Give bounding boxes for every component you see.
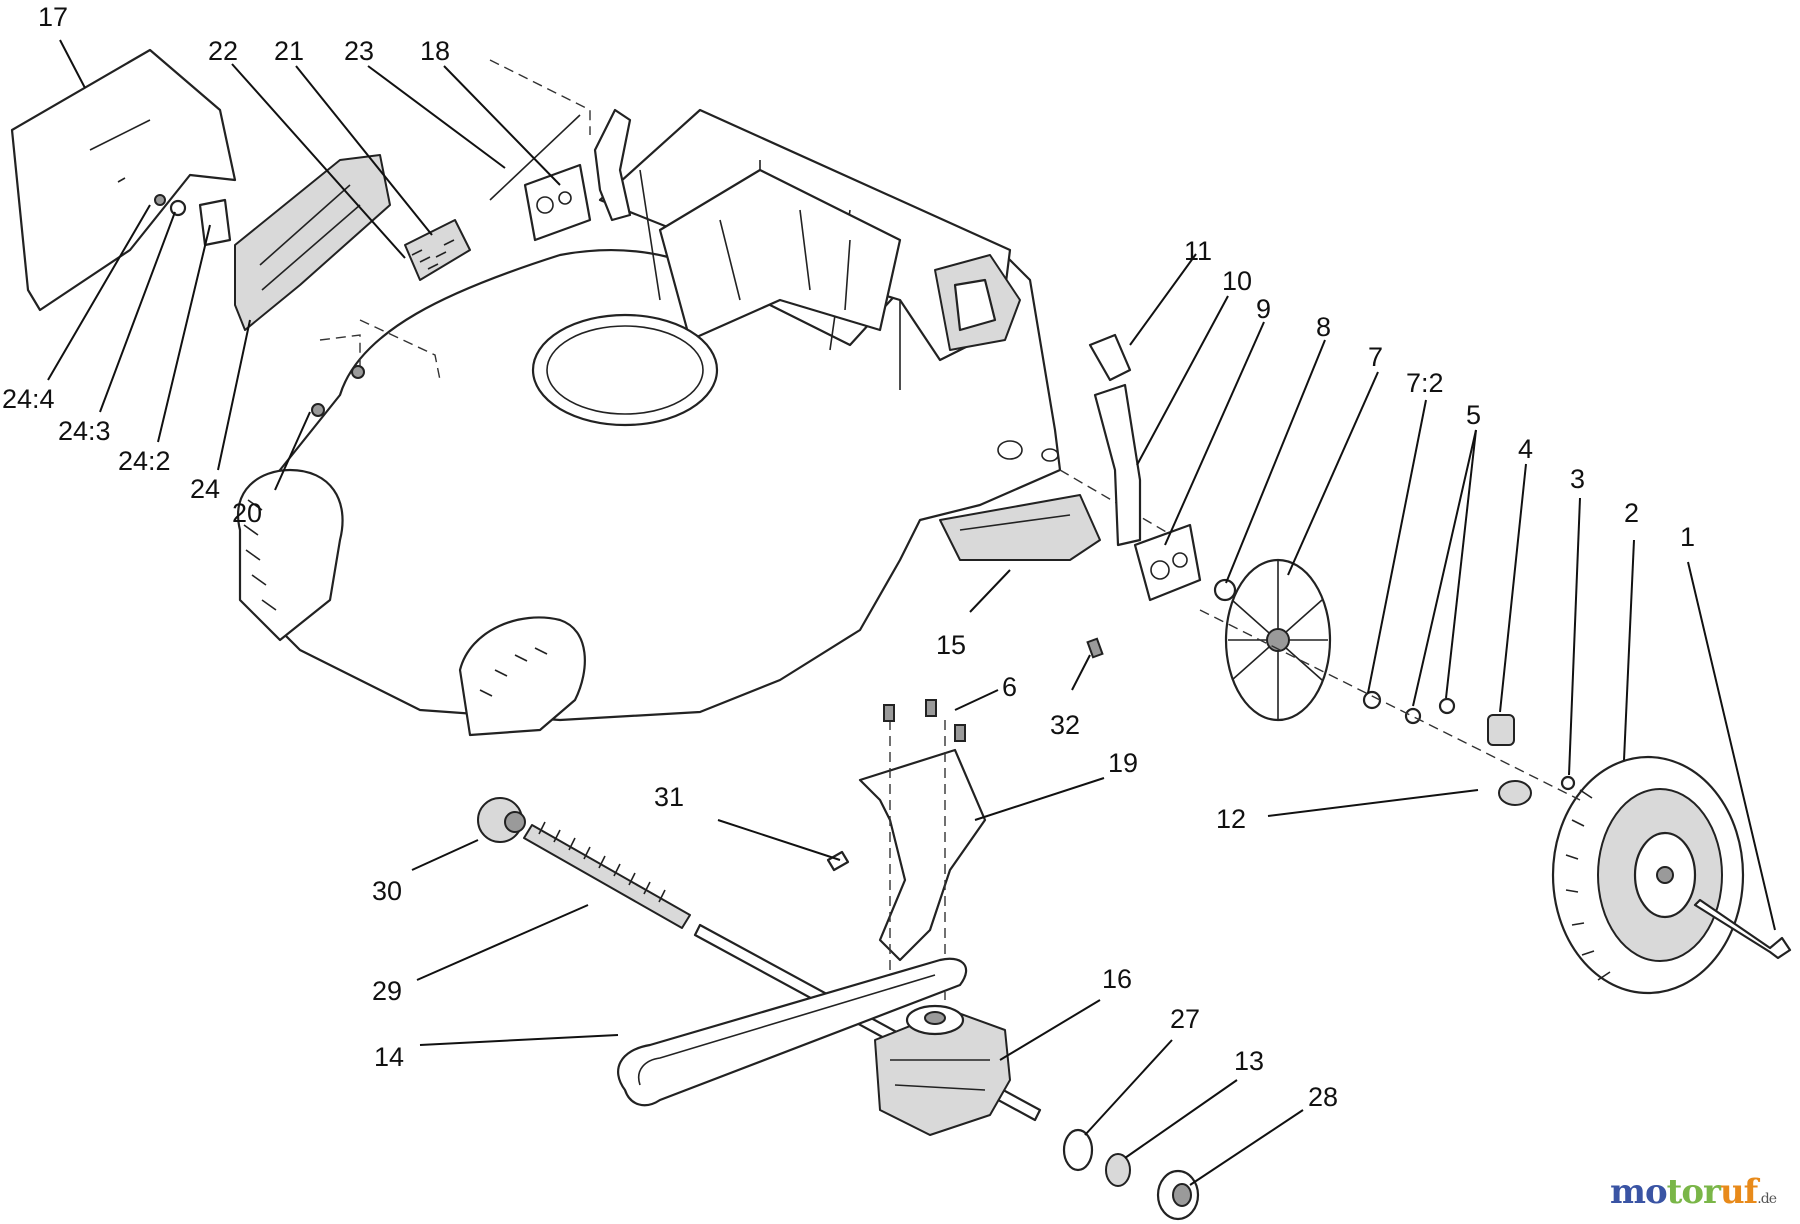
callout-2: 2	[1624, 498, 1639, 528]
screw	[925, 699, 937, 717]
pinion-gear	[1487, 714, 1515, 746]
wheel-assembly	[1088, 333, 1792, 995]
cotter-pin	[826, 850, 850, 872]
bearing	[1062, 1128, 1094, 1172]
callout-32: 32	[1050, 710, 1080, 740]
screw	[883, 704, 895, 722]
callout-13: 13	[1234, 1046, 1264, 1076]
watermark-logo: motoruf.de	[1609, 1172, 1777, 1212]
callout-6: 6	[1002, 672, 1017, 702]
hinge-bracket	[234, 154, 391, 331]
height-bracket	[523, 163, 592, 242]
clip	[1560, 775, 1576, 791]
watermark-part-3: uf	[1719, 1172, 1758, 1212]
drive-belt	[617, 957, 968, 1107]
callout-14: 14	[374, 1042, 404, 1072]
callout-7: 7	[1368, 342, 1383, 372]
callout-28: 28	[1308, 1082, 1338, 1112]
leader-lines	[47, 39, 1776, 1186]
watermark-part-2: tor	[1666, 1172, 1721, 1212]
bushing	[1105, 1153, 1131, 1187]
adjust-lever	[593, 108, 632, 222]
callout-22: 22	[208, 36, 238, 66]
bracket	[198, 198, 232, 247]
callout-21: 21	[274, 36, 304, 66]
callout-11: 11	[1184, 236, 1212, 266]
callout-24: 24	[190, 474, 220, 504]
callout-20: 20	[232, 498, 262, 528]
drive-system	[477, 637, 1200, 1221]
screw	[1086, 637, 1104, 659]
callout-10: 10	[1222, 266, 1252, 296]
spacer	[1498, 780, 1532, 806]
drive-spring	[523, 824, 691, 929]
watermark-part-1: mo	[1609, 1172, 1668, 1212]
bolt	[351, 365, 365, 379]
callout-labels: 17 22 21 23 18 24:4 24:3 24:2 24 20 11 1…	[2, 2, 1695, 1112]
callout-3: 3	[1570, 464, 1585, 494]
callout-18: 18	[420, 36, 450, 66]
callout-24-3: 24:3	[58, 416, 111, 446]
callout-15: 15	[936, 630, 966, 660]
washer	[1404, 707, 1422, 725]
screw	[154, 194, 166, 206]
callout-29: 29	[372, 976, 402, 1006]
callout-19: 19	[1108, 748, 1138, 778]
callout-7-2: 7:2	[1406, 368, 1444, 398]
callout-8: 8	[1316, 312, 1331, 342]
retaining-ring	[1213, 578, 1237, 602]
callout-27: 27	[1170, 1004, 1200, 1034]
callout-17: 17	[38, 2, 68, 32]
callout-23: 23	[344, 36, 374, 66]
callout-5: 5	[1466, 400, 1481, 430]
callout-16: 16	[1102, 964, 1132, 994]
washer	[1362, 690, 1382, 710]
wheel-height-arm	[1088, 333, 1132, 382]
callout-4: 4	[1518, 434, 1533, 464]
wheel-bolt	[1693, 898, 1792, 960]
callout-1: 1	[1680, 522, 1695, 552]
watermark-tld: .de	[1757, 1191, 1777, 1207]
callout-30: 30	[372, 876, 402, 906]
bolt	[311, 403, 325, 417]
mower-deck	[237, 108, 1181, 737]
axle-plate	[1133, 523, 1202, 602]
rear-flap	[10, 48, 237, 312]
washer	[169, 199, 187, 217]
screw	[954, 724, 966, 742]
belt-guard-bracket	[858, 748, 987, 962]
callout-12: 12	[1216, 804, 1246, 834]
washer	[1438, 697, 1456, 715]
callout-24-4: 24:4	[2, 384, 55, 414]
callout-24-2: 24:2	[118, 446, 171, 476]
torsion-spring	[404, 219, 471, 281]
callout-31: 31	[654, 782, 684, 812]
callout-9: 9	[1256, 294, 1271, 324]
